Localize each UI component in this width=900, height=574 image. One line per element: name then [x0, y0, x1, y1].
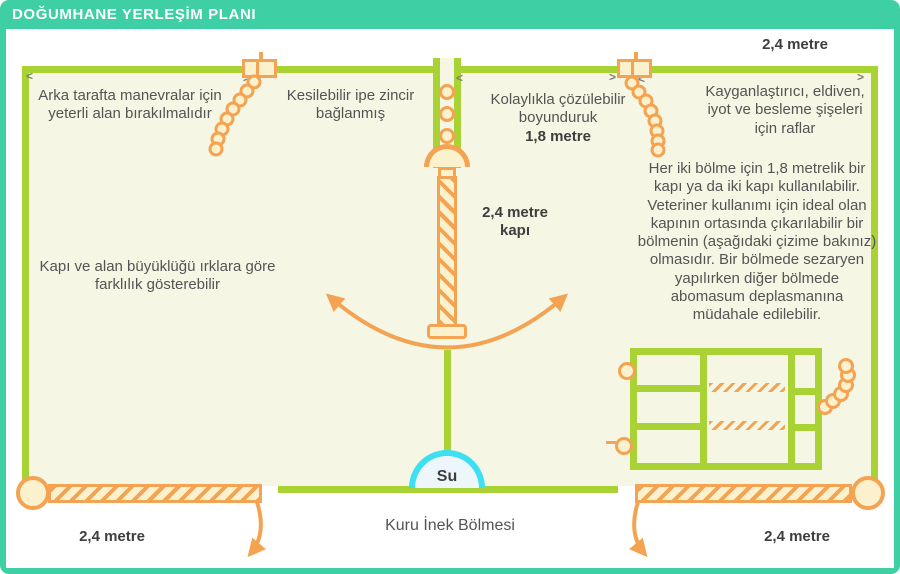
span-marker-icon: >	[857, 70, 865, 84]
stanchion-wall-right	[454, 58, 461, 168]
wall-top-left	[22, 66, 433, 73]
bottom-right-gate	[635, 484, 852, 503]
gate-latch-icon	[427, 324, 467, 339]
span-marker-icon: <	[456, 71, 464, 85]
chain-anchor-icon	[631, 59, 652, 78]
door-size-note: Kapı ve alan büyüklüğü ırklara göre fark…	[39, 258, 276, 294]
gate-detail-rail	[637, 385, 700, 392]
gate-detail-rail	[637, 423, 700, 430]
cuttable-rope-note: Kesilebilir ipe zincir bağlanmış	[286, 87, 415, 123]
dimension-label: 2,4 metre	[762, 36, 828, 53]
wall-left	[22, 66, 29, 486]
span-marker-icon: <	[26, 69, 34, 83]
chain-anchor-icon	[256, 59, 277, 78]
detail-hinge-pin-icon	[606, 441, 616, 444]
wall-right	[871, 66, 878, 486]
removable-panel-rail-icon	[709, 383, 785, 392]
span-marker-icon: <	[638, 72, 646, 86]
gate-dimension-label: 2,4 metre kapı	[482, 204, 548, 239]
title-bar: DOĞUMHANE YERLEŞİM PLANI	[0, 0, 900, 29]
bottom-left-gate	[48, 484, 262, 503]
removable-panel-rail-icon	[709, 421, 785, 430]
gate-detail-rail	[795, 424, 815, 431]
gate-detail-rail	[788, 355, 795, 463]
span-marker-icon: >	[609, 70, 617, 84]
center-divider	[444, 350, 451, 455]
dry-cow-pen-label: Kuru İnek Bölmesi	[385, 517, 515, 534]
stanchion-wall-left	[433, 58, 440, 168]
gate-detail-rail	[795, 388, 815, 395]
detail-hinge-icon	[615, 437, 633, 455]
anchor-pin-icon	[259, 52, 263, 60]
gate-hinge-icon	[16, 476, 50, 510]
wall-bottom-middle	[278, 486, 618, 493]
dimension-label: 2,4 metre	[764, 528, 830, 545]
detail-hinge-icon	[618, 362, 636, 380]
rear-space-note: Arka tarafta manevralar için yeterli ala…	[38, 87, 222, 123]
dimension-label: 2,4 metre	[79, 528, 145, 545]
headlock-note: Kolaylıkla çözülebilir boyunduruk	[490, 91, 626, 127]
wall-top-right	[461, 66, 878, 73]
dimension-label: 1,8 metre	[525, 128, 591, 145]
swinging-gate-bar	[437, 176, 457, 328]
page-title: DOĞUMHANE YERLEŞİM PLANI	[12, 6, 257, 23]
gate-hinge-icon	[851, 476, 885, 510]
gate-detail-rail	[700, 355, 707, 463]
anchor-pin-icon	[634, 52, 638, 60]
gate-detail-drawing	[630, 348, 822, 470]
pen-usage-paragraph: Her iki bölme için 1,8 metrelik bir kapı…	[637, 160, 877, 324]
shelves-note: Kayganlaştırıcı, eldiven, iyot ve beslem…	[705, 83, 865, 137]
water-label: Su	[436, 468, 458, 485]
